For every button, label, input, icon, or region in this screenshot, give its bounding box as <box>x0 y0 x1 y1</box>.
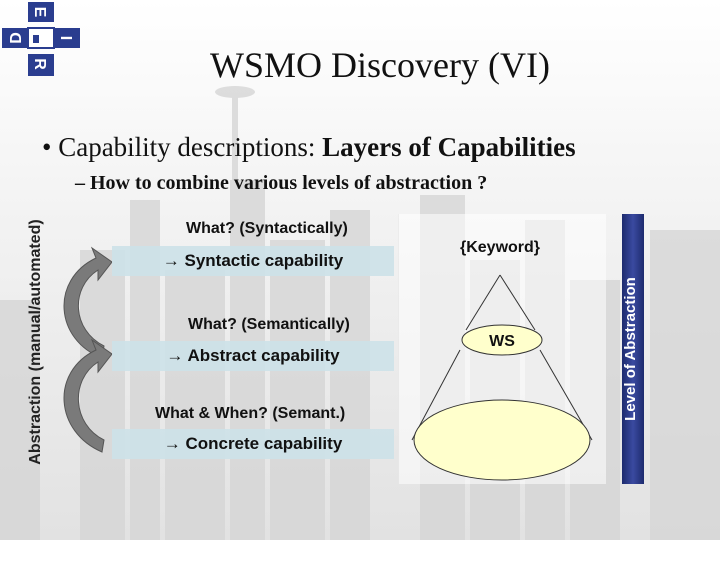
ws-label: WS <box>489 333 515 350</box>
abstraction-cone: {Keyword} WS <box>411 239 593 481</box>
curved-arrow-lower <box>63 338 113 453</box>
slide-title: WSMO Discovery (VI) <box>210 45 550 85</box>
layer-question-syntactic: What? (Syntactically) <box>186 220 348 237</box>
bullet-bold-text: Layers of Capabilities <box>322 132 576 162</box>
ws-ellipse <box>461 324 543 356</box>
layer-question-concrete: What & When? (Semant.) <box>155 405 346 422</box>
cone-line-top-left <box>465 274 501 331</box>
curved-arrows <box>63 246 113 453</box>
level-of-abstraction-bar <box>622 214 644 484</box>
keyword-label: {Keyword} <box>460 239 540 256</box>
main-bullet: • Capability descriptions: Layers of Cap… <box>42 132 576 162</box>
bullet-text: Capability descriptions: <box>58 132 323 162</box>
curved-arrow-upper <box>63 246 113 359</box>
concrete-capability-box: → Concrete capability <box>112 429 394 459</box>
logo-letter-top: E <box>31 7 48 18</box>
logo-letter-right: I <box>57 36 74 40</box>
deri-logo: E D I R <box>2 2 80 76</box>
concrete-ellipse <box>413 399 591 481</box>
logo-letter-bottom: R <box>31 58 48 70</box>
layer-question-semantic: What? (Semantically) <box>188 316 350 333</box>
syntactic-capability-box: → Syntactic capability <box>112 246 394 276</box>
level-of-abstraction-label: Level of Abstraction <box>622 277 639 421</box>
sub-bullet: – How to combine various levels of abstr… <box>75 172 488 194</box>
logo-letter-left: D <box>8 32 25 44</box>
abstract-capability-box: → Abstract capability <box>112 341 394 371</box>
cone-line-top-right <box>499 274 536 331</box>
